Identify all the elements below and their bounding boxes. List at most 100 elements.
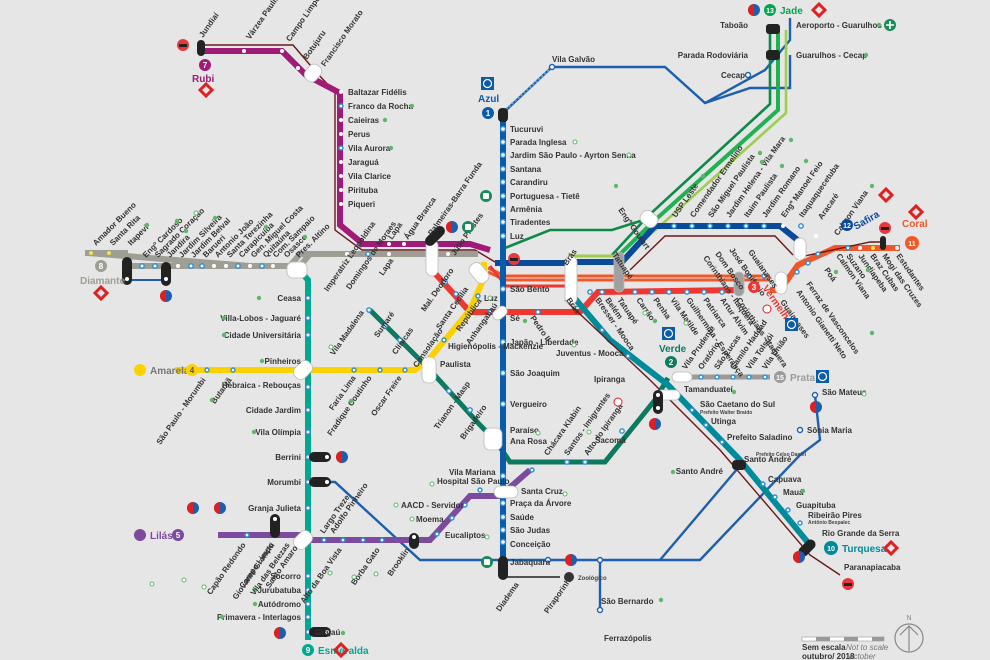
station-label: Jurubatuba [257,586,301,595]
line-jade [504,30,788,262]
station-label: Brooklin [386,546,412,578]
svg-text:11: 11 [908,241,916,248]
train-icons [177,39,891,590]
station-label: Ipiranga [594,375,626,384]
station-label: Primavera - Interlagos [217,613,302,622]
station-label: Utinga [711,417,736,426]
station-label: Santana [510,165,542,174]
line-label-diamante: Diamante [80,276,125,287]
white-marker-dots [125,277,660,634]
bus-terminal-icon [649,418,661,430]
line-badge-rubi [199,59,211,71]
station-label: Granja Julieta [248,504,301,513]
line-label-rubi: Rubi [192,74,214,85]
svg-text:8: 8 [99,262,104,271]
rubi-stations [242,49,406,246]
bus-terminal-icon [160,290,172,302]
station-label: Parada Inglesa [510,138,567,147]
legend: Sem escala Not to scale outubro/ 2018 oc… [801,615,924,660]
station-label: Várzea Paulista [244,0,285,41]
station-label: Sé [510,314,520,323]
bus-terminal-icon [446,221,458,233]
svg-text:5: 5 [176,531,181,540]
station-label: Eucaliptos [445,531,486,540]
station-label: Oscar Freire [369,374,404,418]
station-label: Campo Limpo Paulista [284,0,341,43]
line-label-verde: Verde [659,344,687,355]
station-label: Taboão [720,21,748,30]
station-label: Vila Olímpia [255,428,301,437]
bus-terminal-icon [565,554,577,566]
cptm-express-e-icon [613,304,772,407]
turquesa-stations [599,327,803,526]
bus-station-icons [462,190,493,568]
station-label: Socorro [270,572,301,581]
station-label: Zoológico [578,576,607,582]
station-label: Berrini [275,453,301,462]
station-label: Ferrazópolis [604,634,652,643]
station-label: Ceasa [277,294,301,303]
station-label: Vergueiro [510,400,547,409]
azul-dotted-extension [502,66,553,113]
station-label: Francisco Morato [319,8,365,68]
bus-terminal-icon [810,401,822,413]
station-label: Sônia Maria [807,426,852,435]
svg-text:N: N [906,615,911,622]
station-label: São Caetano do Sul [700,400,775,409]
date-label: outubro/ 2018 [802,652,855,660]
svg-text:1: 1 [486,109,491,118]
station-label: Diadema [494,580,521,613]
station-label: Jundiaí [197,10,221,39]
bus-terminal-icon [214,502,226,514]
svg-text:7: 7 [203,61,208,70]
station-label: Vila Clarice [348,172,392,181]
station-label: Hebraica - Rebouças [222,381,302,390]
station-label: Ana Rosa [510,437,547,446]
station-label: São Bernardo [601,597,654,606]
amarela-stations [204,293,481,373]
line-label-prata: Prata [790,373,815,384]
svg-text:3: 3 [752,283,757,292]
safira-stations [671,223,818,238]
line-rubi [200,44,496,263]
station-label: Jabaquara [510,558,551,567]
station-label: Perus [348,130,371,139]
station-label: Guarulhos - Cecap [796,51,867,60]
station-label: Santo André [676,467,724,476]
line-label-turquesa: Turquesa [842,544,887,555]
station-label: Parada Rodoviária [678,51,749,60]
line-label-jade: Jade [780,6,803,17]
station-label: Autódromo [258,600,301,609]
station-label: Caieiras [348,116,380,125]
station-label: Praça da Árvore [510,499,572,508]
svg-text:15: 15 [776,375,784,382]
station-label: Tucuruvi [510,125,543,134]
coral-stations [746,245,899,279]
station-sublabel: Prefeito Walter Braido [700,410,752,416]
station-label: Piqueri [348,200,375,209]
station-label: Jardim São Paulo - Ayrton Senna [510,151,636,160]
station-label: Vila Aurora [348,144,391,153]
bus-terminal-icon [336,451,348,463]
scale-label-en: Not to scale [846,643,889,652]
airport-icon [884,19,896,31]
station-label: Capuava [768,475,802,484]
station-label: Pirituba [348,186,378,195]
svg-text:12: 12 [843,223,851,230]
svg-text:9: 9 [306,646,311,655]
station-label: São Mateus [822,388,867,397]
bus-terminal-icon [793,551,805,563]
svg-text:13: 13 [766,8,774,15]
station-label: Baltazar Fidélis [348,88,407,97]
station-label: Saúde [510,513,535,522]
station-label: Mauá [783,488,804,497]
station-label: Cecap [721,71,745,80]
station-label: Grajaú [315,628,340,637]
scale-label: Sem escala [802,643,846,652]
station-label: Cidade Jardim [246,406,301,415]
station-label: Jaraguá [348,158,379,167]
line-label-coral: Coral [902,219,928,230]
station-label: Luz [510,232,524,241]
line-label-lilas: Lilás [150,531,173,542]
